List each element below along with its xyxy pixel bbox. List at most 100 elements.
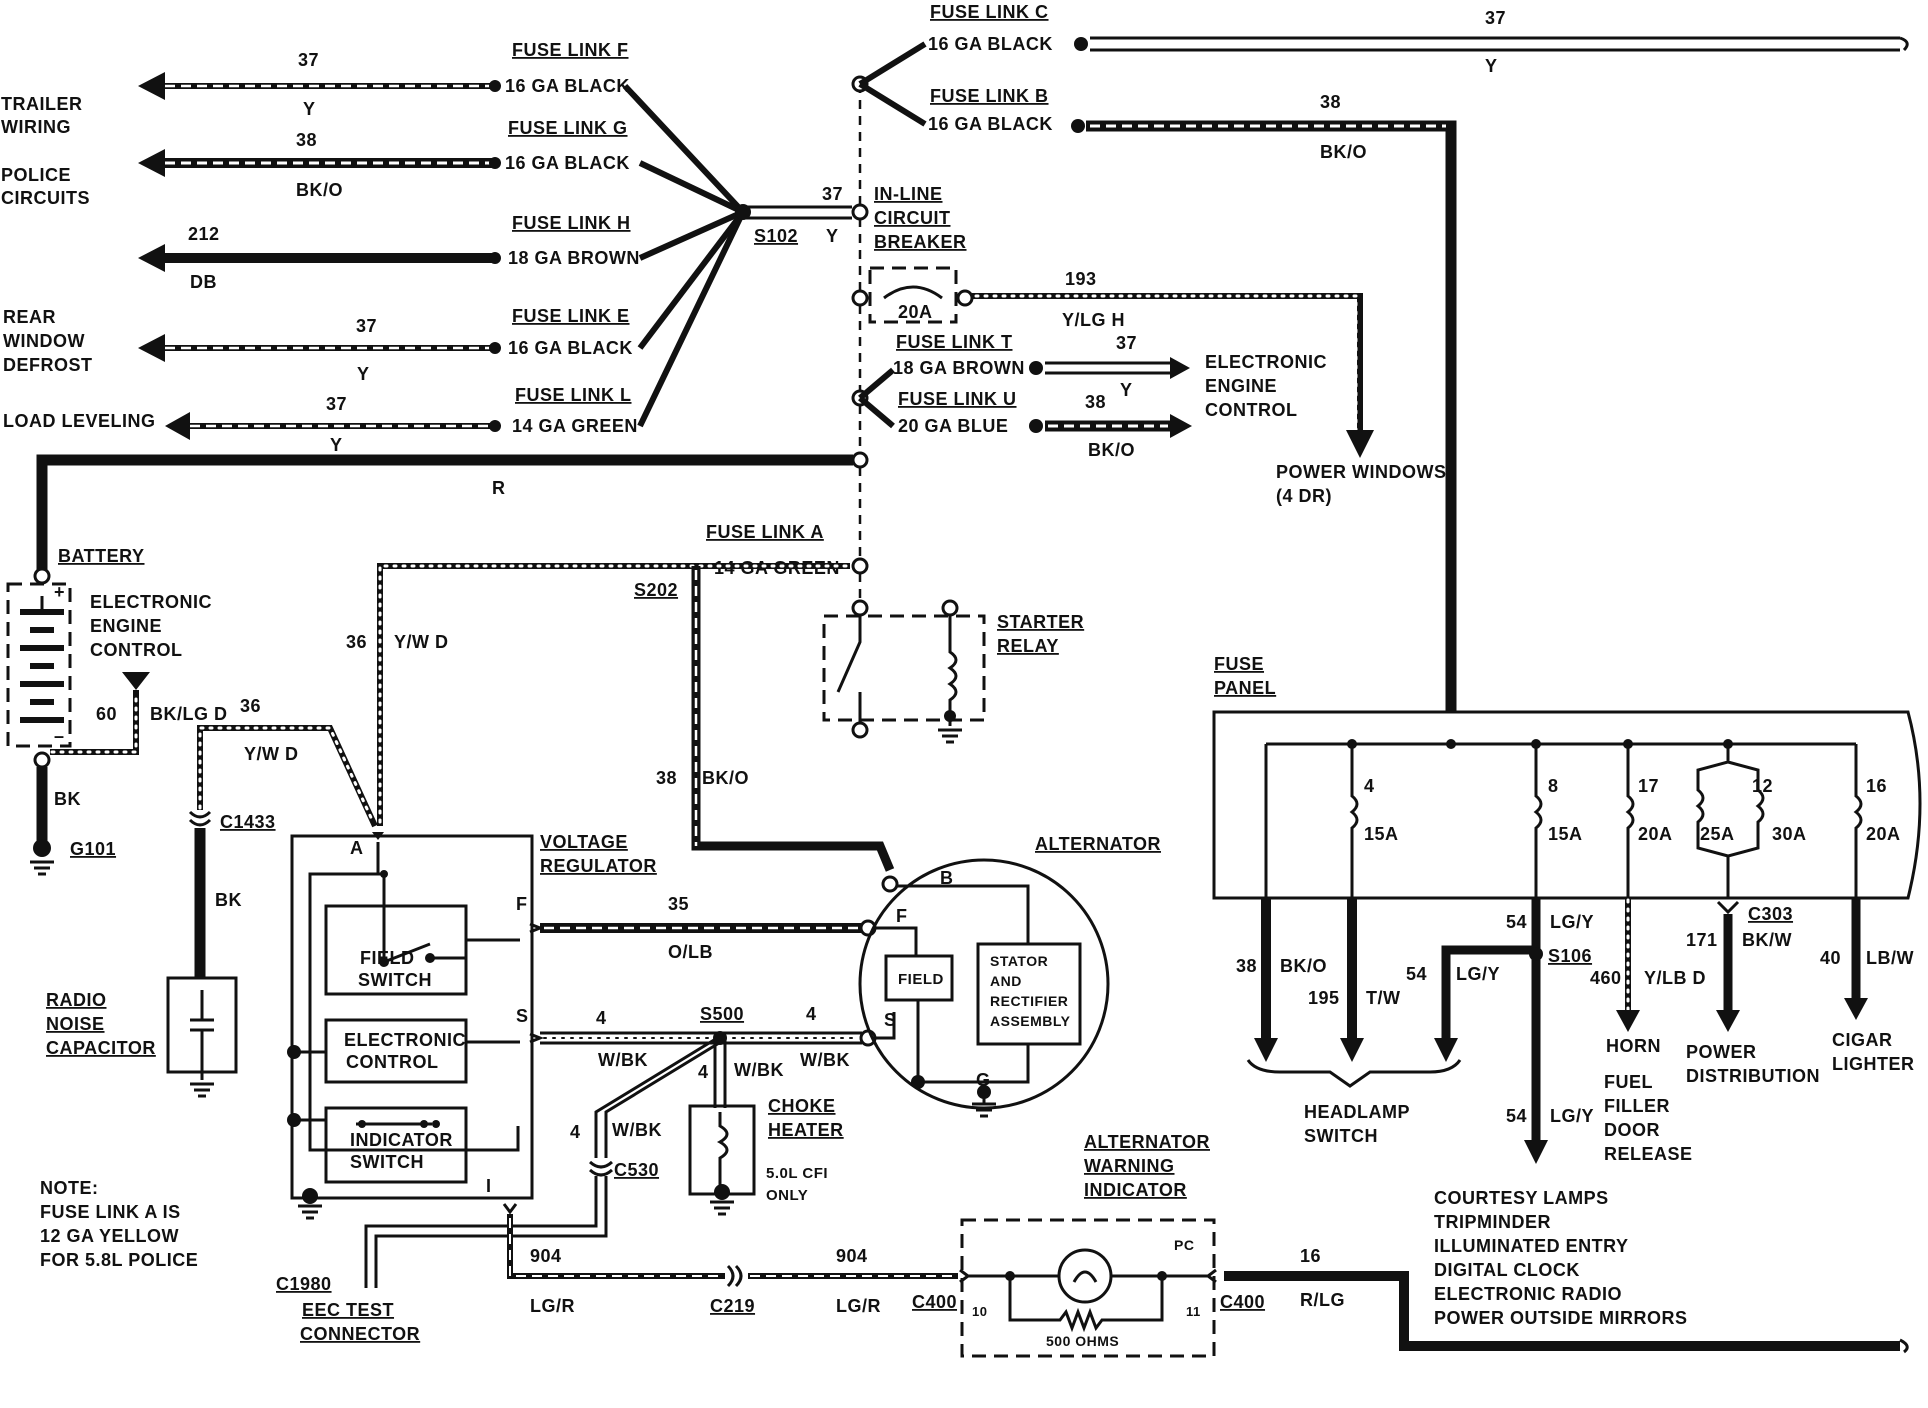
fuse-link-b-color: BK/O — [1320, 142, 1367, 162]
w4-down-circuit: 4 — [698, 1062, 709, 1082]
g101-label: G101 — [70, 839, 116, 859]
fuse-4-rating: 15A — [1364, 824, 1399, 844]
note-line-1: NOTE: — [40, 1178, 99, 1198]
regulator-line-1: VOLTAGE — [540, 832, 628, 852]
starter-relay-line-2: RELAY — [997, 636, 1059, 656]
c1433-label: C1433 — [220, 812, 276, 832]
courtesy-item: ILLUMINATED ENTRY — [1434, 1236, 1629, 1256]
headlamp-line-1: HEADLAMP — [1304, 1102, 1410, 1122]
s102-color: Y — [826, 226, 839, 246]
s106-feed: 54 LG/Y S106 54 LG/Y — [1506, 898, 1594, 1164]
s106-label: S106 — [1548, 946, 1592, 966]
w35-circuit-number: 35 — [668, 894, 689, 914]
indicator-switch-line-1: INDICATOR — [350, 1130, 453, 1150]
battery-eec-color: BK/LG D — [150, 704, 228, 724]
resistor-icon — [1008, 1276, 1164, 1333]
sra-line-2: AND — [990, 973, 1022, 989]
courtesy-item: DIGITAL CLOCK — [1434, 1260, 1580, 1280]
battery-eec-circuit: 60 — [96, 704, 117, 724]
warning-pin-11: 11 — [1186, 1304, 1201, 1319]
field-switch-icon — [382, 874, 466, 964]
alternator-term-f: F — [896, 906, 908, 926]
cigar-lighter-feed: 40 LB/W CIGAR LIGHTER — [1820, 898, 1914, 1074]
c1980-label: C1980 — [276, 1274, 332, 1294]
w171-color: BK/W — [1742, 930, 1792, 950]
breaker-line-1: IN-LINE — [874, 184, 943, 204]
s102-circuit: 37 — [822, 184, 843, 204]
courtesy-list: COURTESY LAMPS TRIPMINDER ILLUMINATED EN… — [1434, 1188, 1687, 1328]
police-color: BK/O — [296, 180, 343, 200]
fuse-link-b-circuit: FUSE LINK B 16 GA BLACK 38 BK/O — [928, 86, 1457, 712]
ground-icon — [972, 1098, 996, 1118]
alternator-label: ALTERNATOR — [1035, 834, 1161, 854]
indicator-switch-line-2: SWITCH — [350, 1152, 424, 1172]
s102-label: S102 — [754, 226, 798, 246]
w4-right-circuit: 4 — [806, 1004, 817, 1024]
fuse-panel: FUSE PANEL 4 15A 8 15A 17 20A 12 25A 30A… — [1212, 654, 1922, 900]
w460-color: Y/LB D — [1644, 968, 1706, 988]
voltage-regulator: VOLTAGE REGULATOR A FIELD SWITCH ELECTRO… — [287, 832, 657, 1220]
c219-label: C219 — [710, 1296, 755, 1316]
power-windows-line-2: (4 DR) — [1276, 486, 1332, 506]
fuel-door-line-1: FUEL — [1604, 1072, 1653, 1092]
fuse-12-number: 12 — [1752, 776, 1773, 796]
fuse-link-e-wire: 16 GA BLACK — [508, 338, 633, 358]
choke-line-1: CHOKE — [768, 1096, 836, 1116]
capacitor-line-3: CAPACITOR — [46, 1038, 156, 1058]
battery-lead: R — [36, 405, 869, 572]
fuse-panel-line-1: FUSE — [1214, 654, 1264, 674]
db-circuit-number: 212 — [188, 224, 220, 244]
regulator-line-2: REGULATOR — [540, 856, 657, 876]
w38-circuit: 38 — [656, 768, 677, 788]
battery-cells-icon — [20, 609, 64, 723]
breaker-color: Y/LG H — [1062, 310, 1125, 330]
c530-label: C530 — [614, 1160, 659, 1180]
horn-feed: 460 Y/LB D HORN — [1590, 898, 1706, 1056]
defrost-label-2: WINDOW — [3, 331, 85, 351]
fuse-16-icon — [1853, 744, 1863, 898]
field-switch-line-1: FIELD — [360, 948, 415, 968]
arrow-left-icon — [138, 244, 165, 272]
trailer-circuit: 37 — [298, 50, 319, 70]
fuse-link-u-wire: 20 GA BLUE — [898, 416, 1008, 436]
fuse-17-icon — [1625, 744, 1635, 898]
fuse-8-icon — [1533, 744, 1543, 898]
w38-down-circuit: 38 — [1236, 956, 1257, 976]
cigar-line-1: CIGAR — [1832, 1030, 1893, 1050]
w40-circuit: 40 — [1820, 948, 1841, 968]
db-color: DB — [190, 272, 217, 292]
c400-left-label: C400 — [912, 1292, 957, 1312]
breaker-line-3: BREAKER — [874, 232, 967, 252]
alternator-field: FIELD — [898, 971, 944, 988]
w54-top-circuit: 54 — [1506, 912, 1527, 932]
eec-test-line-1: EEC TEST — [302, 1300, 394, 1320]
fuse-link-u-circuit: 38 — [1085, 392, 1106, 412]
heater-element-icon — [716, 1112, 729, 1188]
arrow-down-icon — [1346, 430, 1374, 458]
w904-circuit: 904 LG/R 904 LG/R C219 — [502, 1203, 958, 1316]
warning-line-3: INDICATOR — [1084, 1180, 1187, 1200]
w4-circuit-number: 4 — [596, 1008, 607, 1028]
fuse-8-rating: 15A — [1548, 824, 1583, 844]
c400-right-label: C400 — [1220, 1292, 1265, 1312]
fuse-link-h-label: FUSE LINK H — [512, 213, 631, 233]
arrow-down-icon — [1844, 998, 1868, 1020]
w54-branch-circuit: 54 — [1406, 964, 1427, 984]
w4-color: W/BK — [598, 1050, 648, 1070]
fuse-4-number: 4 — [1364, 776, 1375, 796]
fuse-link-t-circuit: 37 — [1116, 333, 1137, 353]
connector-icon — [188, 810, 212, 827]
w36-upper-circuit: 36 — [346, 632, 367, 652]
w36-upper-color: Y/W D — [394, 632, 449, 652]
trailer-label-2: WIRING — [1, 117, 71, 137]
w4-c530-color: W/BK — [612, 1120, 662, 1140]
fuse-link-f-label: FUSE LINK F — [512, 40, 629, 60]
fuse-link-g-wire: 16 GA BLACK — [505, 153, 630, 173]
arrow-left-icon — [165, 412, 190, 440]
fuse-12-rating-b: 30A — [1772, 824, 1807, 844]
warning-line-2: WARNING — [1084, 1156, 1175, 1176]
w54-branch-color: LG/Y — [1456, 964, 1500, 984]
w195-color: T/W — [1366, 988, 1401, 1008]
arrow-down-icon — [1524, 1140, 1548, 1164]
breaker-element-icon — [883, 285, 943, 300]
